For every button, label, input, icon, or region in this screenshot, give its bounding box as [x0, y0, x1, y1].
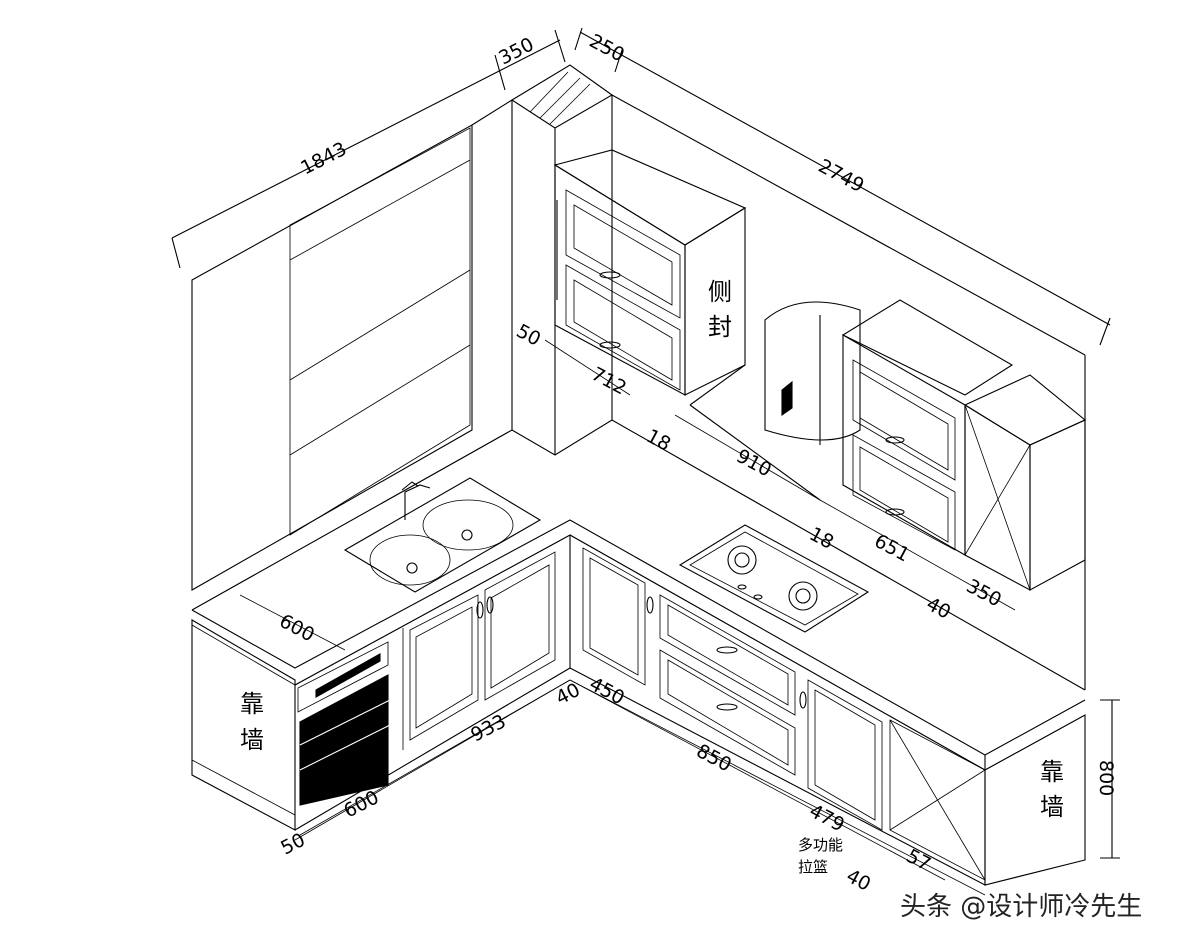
label-wall-left-1: 靠 [240, 690, 264, 718]
range-hood [689, 301, 861, 501]
tall-cabinet [191, 99, 513, 591]
dim-40-mid: 40 [552, 679, 584, 710]
label-pull-basket-2: 拉篮 [798, 858, 828, 876]
upper-wall-cabinet-right [841, 299, 1087, 591]
dim-57: 57 [903, 845, 935, 876]
label-wall-right-2: 墙 [1040, 793, 1064, 821]
top-dimension-lines [171, 27, 1111, 346]
label-side-panel-2: 封 [708, 313, 732, 341]
other-dimension-lines [239, 339, 1120, 881]
dim-712: 712 [588, 363, 630, 399]
dim-40-right: 40 [923, 593, 955, 624]
dim-450: 450 [586, 673, 628, 709]
dim-50-bottom: 50 [277, 829, 309, 860]
dimension-labels: 1843 350 250 2749 50 712 18 910 18 651 3… [276, 30, 1117, 896]
annotation-labels: 侧 封 靠 墙 靠 墙 多功能 拉篮 [240, 278, 1064, 876]
dim-50-upper: 50 [513, 320, 545, 351]
dim-40-bottom: 40 [843, 865, 875, 896]
dim-651: 651 [871, 530, 913, 566]
dim-18-b: 18 [806, 523, 838, 554]
dim-910: 910 [733, 445, 775, 481]
label-wall-right-1: 靠 [1040, 758, 1064, 786]
sink [343, 477, 542, 593]
dim-933: 933 [467, 710, 509, 746]
label-wall-left-2: 墙 [240, 726, 264, 754]
label-pull-basket-1: 多功能 [798, 836, 843, 854]
dim-479: 479 [806, 800, 848, 836]
dim-800: 800 [1095, 760, 1117, 796]
dim-850: 850 [693, 740, 735, 776]
dim-2749: 2749 [815, 155, 868, 197]
dim-350-top: 350 [495, 33, 537, 69]
dim-600-top: 600 [276, 610, 318, 646]
upper-wall-cabinet-left [553, 149, 747, 396]
label-side-panel-1: 侧 [708, 278, 732, 306]
base-cabinets [191, 534, 1086, 896]
watermark: 头条 @设计师冷先生 [900, 892, 1142, 922]
dim-350-right: 350 [963, 575, 1005, 611]
dim-1843: 1843 [297, 138, 350, 180]
dim-18-a: 18 [643, 425, 675, 456]
dim-250: 250 [586, 30, 628, 66]
gas-stove [678, 524, 870, 633]
